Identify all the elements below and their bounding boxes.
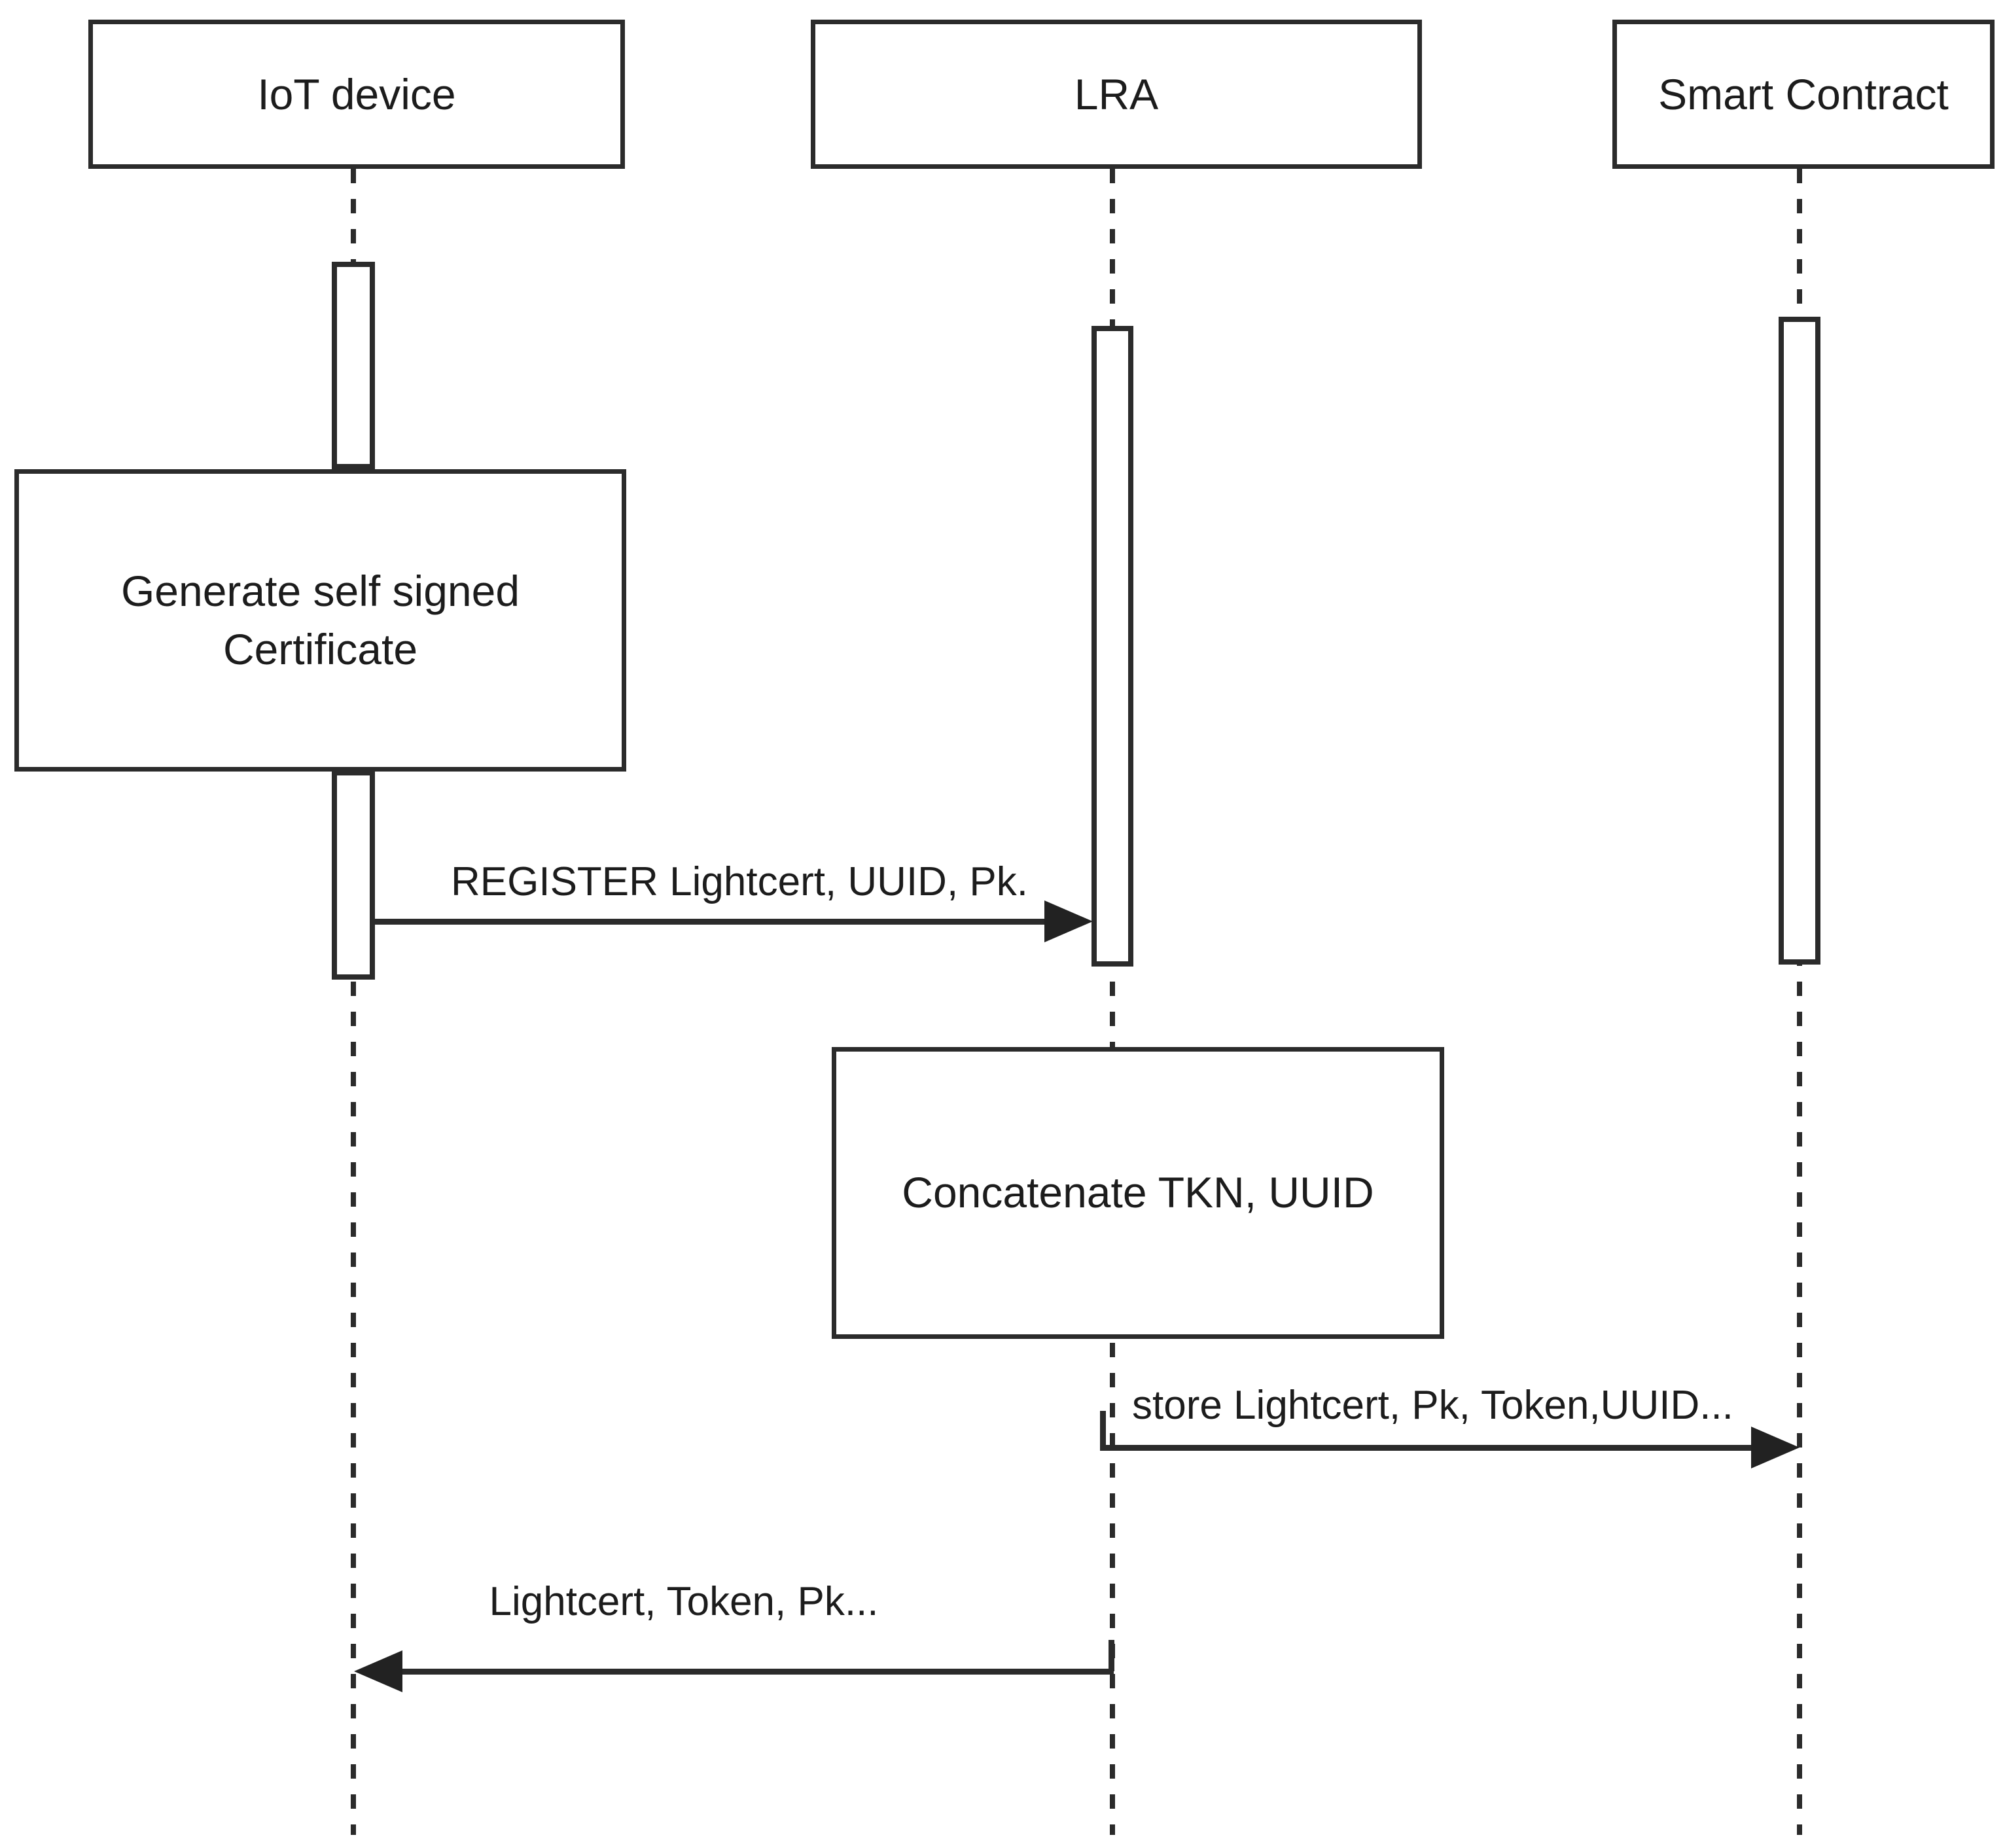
- actor-box-iot-device: IoT device: [88, 20, 625, 169]
- action-box-generate-certificate: Generate self signed Certificate: [14, 469, 626, 772]
- activation-bar-lra: [1091, 326, 1133, 967]
- lifeline-lra: [1110, 169, 1115, 1835]
- actor-box-smart-contract: Smart Contract: [1612, 20, 1995, 169]
- action-box-concatenate: Concatenate TKN, UUID: [832, 1047, 1444, 1339]
- message-label-register: REGISTER Lightcert, UUID, Pk.: [451, 859, 1028, 904]
- action-label-concatenate: Concatenate TKN, UUID: [902, 1168, 1374, 1217]
- actor-label-lra: LRA: [1074, 70, 1159, 118]
- message-arrowhead-store: [1751, 1427, 1800, 1468]
- message-end-tick-return: [1109, 1640, 1114, 1671]
- message-line-return: [399, 1669, 1114, 1675]
- activation-bar-iot-lower: [332, 770, 375, 980]
- message-arrowhead-return: [354, 1650, 402, 1692]
- lifeline-smart-contract: [1797, 169, 1802, 1835]
- message-line-store: [1100, 1445, 1754, 1451]
- action-label-generate-certificate: Generate self signed Certificate: [120, 566, 520, 673]
- lifeline-iot-device: [351, 169, 356, 1835]
- actor-box-lra: LRA: [811, 20, 1422, 169]
- actor-label-smart-contract: Smart Contract: [1658, 70, 1949, 118]
- message-label-return: Lightcert, Token, Pk...: [489, 1579, 879, 1624]
- message-arrowhead-register: [1044, 900, 1093, 942]
- activation-bar-iot-upper: [332, 262, 375, 469]
- actor-label-iot-device: IoT device: [257, 70, 456, 118]
- message-label-store: store Lightcert, Pk, Token,UUID...: [1132, 1383, 1733, 1428]
- activation-bar-smart-contract: [1779, 317, 1820, 965]
- message-line-register: [375, 919, 1047, 925]
- message-start-tick-store: [1100, 1411, 1106, 1448]
